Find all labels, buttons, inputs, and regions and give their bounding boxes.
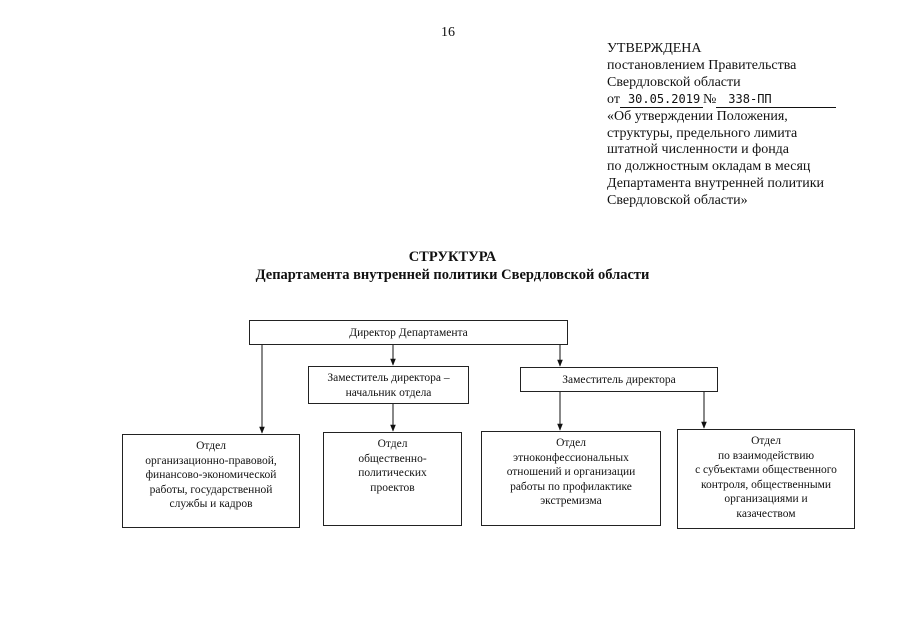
- org-box-director: Директор Департамента: [249, 320, 568, 345]
- box-text: по взаимодействию: [717, 449, 815, 462]
- approval-line: постановлением Правительства: [607, 57, 797, 73]
- date-prefix: от: [607, 91, 620, 107]
- box-text: Отдел: [377, 438, 408, 450]
- document-subtitle: Департамента внутренней политики Свердло…: [255, 267, 650, 283]
- approval-line: штатной численности и фонда: [607, 142, 790, 158]
- box-text: экстремизма: [540, 495, 602, 508]
- box-text: работы по профилактике: [510, 480, 632, 493]
- box-text: организационно-правовой,: [145, 454, 277, 467]
- box-text: начальник отдела: [345, 386, 432, 399]
- box-text: Заместитель директора: [562, 374, 676, 386]
- approval-line: Свердловской области»: [607, 193, 748, 209]
- box-text: этноконфессиональных: [513, 451, 629, 464]
- box-text: отношений и организации: [506, 466, 636, 479]
- number-sign: №: [702, 91, 717, 107]
- approval-line: структуры, предельного лимита: [607, 125, 798, 141]
- box-text: контроля, общественными: [700, 478, 832, 491]
- box-text: Заместитель директора –: [327, 372, 450, 384]
- box-text: общественно-: [358, 452, 427, 465]
- box-text: Отдел: [556, 437, 586, 449]
- box-text: службы и кадров: [169, 498, 253, 511]
- box-text: казачеством: [736, 507, 796, 520]
- approval-line: по должностным окладам в месяц: [607, 159, 811, 175]
- document-title: СТРУКТУРА: [408, 249, 497, 265]
- org-box-deputy-head: Заместитель директора – начальник отдела: [308, 366, 469, 404]
- org-box-deputy: Заместитель директора: [520, 367, 718, 392]
- approval-line: УТВЕРЖДЕНА: [607, 41, 702, 56]
- approval-line: «Об утверждении Положения,: [607, 108, 788, 124]
- page-number: 16: [441, 25, 455, 40]
- box-text: работы, государственной: [149, 483, 273, 496]
- org-box-department-legal-finance: Отдел организационно-правовой, финансово…: [122, 434, 300, 528]
- box-text: Отдел: [751, 435, 781, 447]
- org-box-department-public-control: Отдел по взаимодействию с субъектами общ…: [677, 429, 855, 529]
- approval-line: Свердловской области: [607, 74, 741, 90]
- box-text: политических: [358, 467, 427, 480]
- approval-block: УТВЕРЖДЕНА постановлением Правительства …: [607, 41, 897, 210]
- resolution-number: 338-ПП: [716, 92, 837, 108]
- box-text: с субъектами общественного: [695, 464, 837, 477]
- box-text: финансово-экономической: [145, 469, 277, 482]
- box-text: проектов: [370, 481, 415, 494]
- resolution-date: 30.05.2019: [619, 92, 703, 108]
- approval-line: Департамента внутренней политики: [607, 176, 825, 192]
- org-box-department-ethno-confessional: Отдел этноконфессиональных отношений и о…: [481, 431, 661, 526]
- org-box-department-public-political: Отдел общественно- политических проектов: [323, 432, 462, 526]
- box-text: организациями и: [724, 493, 808, 506]
- box-text: Директор Департамента: [349, 327, 468, 339]
- box-text: Отдел: [196, 440, 226, 452]
